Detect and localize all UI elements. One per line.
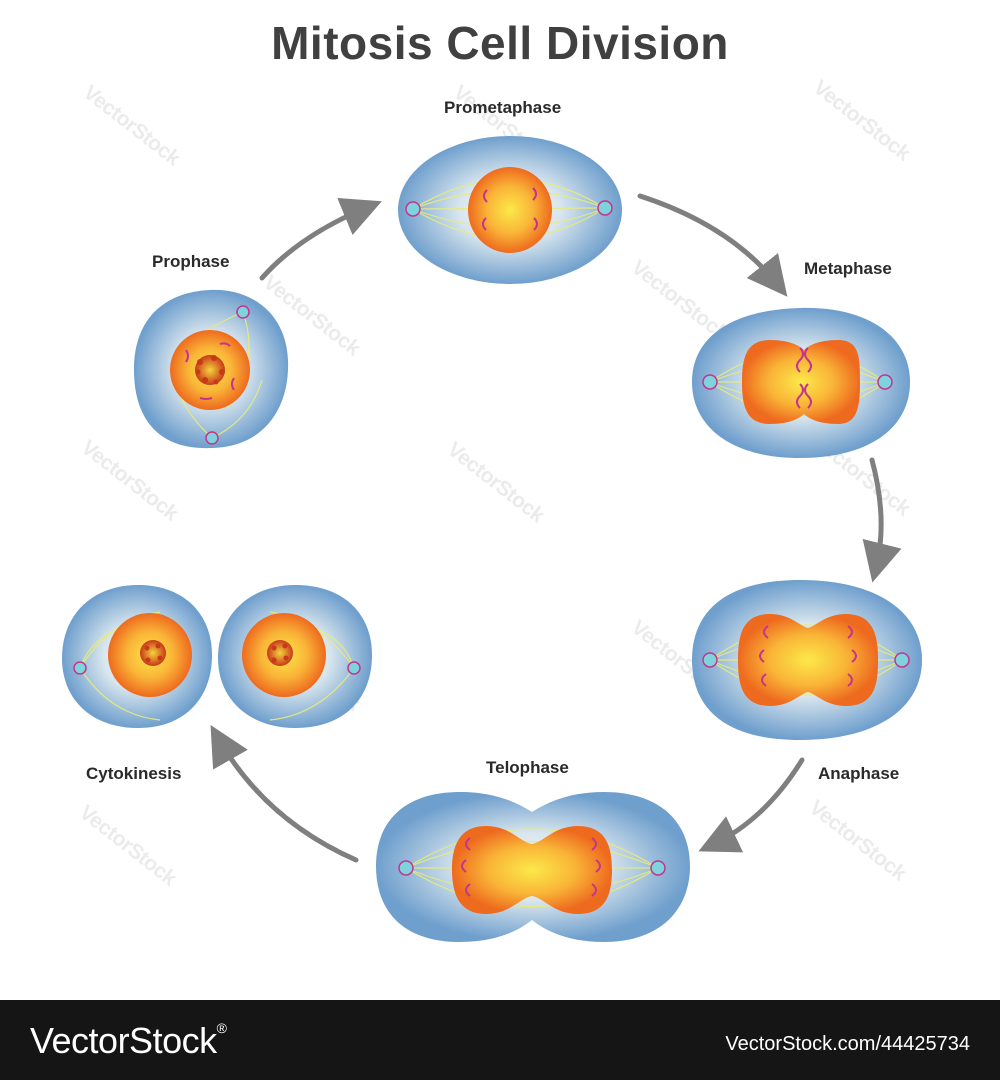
- watermark-text: VectorStock: [809, 76, 915, 166]
- telophase-centrosome-left: [398, 860, 414, 876]
- anaphase-centrosome-right: [894, 652, 910, 668]
- telophase-nucleus: [452, 826, 612, 914]
- anaphase-nucleus: [738, 614, 878, 706]
- metaphase-nucleus: [742, 340, 860, 424]
- prometaphase-cell: [398, 136, 622, 284]
- prometaphase-nucleus: [468, 167, 552, 253]
- metaphase-centrosome-left: [702, 374, 718, 390]
- footer-logo-text: VectorStock: [30, 1020, 217, 1061]
- daughter-cell-right-centrosome: [347, 661, 361, 675]
- footer-registered-mark: ®: [216, 1020, 227, 1036]
- label-anaphase: Anaphase: [818, 764, 900, 783]
- anaphase-cell: [692, 580, 922, 740]
- daughter-cell-right-chromatin: [267, 640, 293, 666]
- watermark-text: VectorStock: [77, 436, 183, 526]
- anaphase-centrosome-left: [702, 652, 718, 668]
- prometaphase-centrosome-left: [405, 201, 421, 217]
- arrow-prophase-to-prometaphase: [259, 198, 382, 281]
- label-cytokinesis: Cytokinesis: [86, 764, 182, 783]
- label-prophase: Prophase: [152, 252, 230, 271]
- telophase-cell: [376, 792, 690, 942]
- watermark-text: VectorStock: [75, 801, 181, 891]
- mitosis-cycle-diagram: VectorStock VectorStock VectorStock Vect…: [62, 76, 922, 942]
- arrow-prometaphase-to-metaphase: [637, 193, 788, 297]
- prophase-centrosome-top: [236, 305, 250, 319]
- daughter-cell-left-centrosome: [73, 661, 87, 675]
- footer-bar: VectorStock® VectorStock.com/44425734: [0, 1000, 1000, 1080]
- arrow-metaphase-to-anaphase: [862, 457, 902, 583]
- daughter-cell-left-chromatin: [140, 640, 166, 666]
- telophase-centrosome-right: [650, 860, 666, 876]
- footer-image-id: VectorStock.com/44425734: [725, 1033, 970, 1055]
- diagram-canvas: VectorStock VectorStock VectorStock Vect…: [62, 17, 922, 942]
- daughter-cell-right: [218, 585, 372, 728]
- page-title: Mitosis Cell Division: [271, 17, 729, 69]
- watermark-text: VectorStock: [443, 438, 549, 528]
- metaphase-centrosome-right: [877, 374, 893, 390]
- arrow-telophase-to-cytokinesis: [210, 724, 359, 863]
- prophase-cell: [134, 289, 289, 449]
- watermark-text: VectorStock: [79, 81, 185, 171]
- footer-logo: VectorStock®: [30, 1020, 227, 1062]
- label-prometaphase: Prometaphase: [444, 98, 562, 117]
- prophase-centrosome-bottom: [205, 431, 219, 445]
- prometaphase-centrosome-right: [597, 200, 613, 216]
- label-telophase: Telophase: [486, 758, 569, 777]
- metaphase-cell: [692, 307, 910, 458]
- arrow-anaphase-to-telophase: [698, 757, 805, 853]
- label-metaphase: Metaphase: [804, 259, 892, 278]
- watermark-text: VectorStock: [805, 796, 911, 886]
- cytokinesis-cells: [62, 585, 372, 728]
- daughter-cell-left: [62, 585, 212, 728]
